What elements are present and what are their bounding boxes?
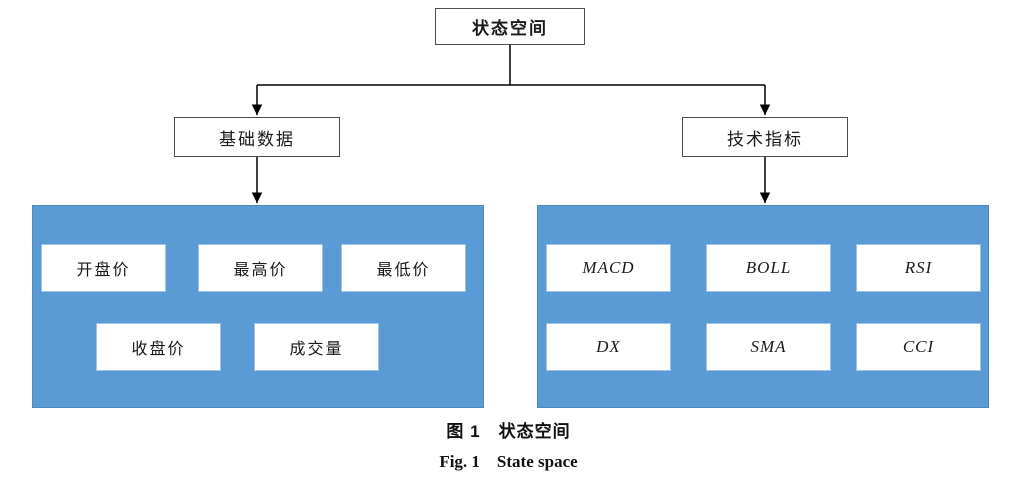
- item-rsi: RSI: [856, 244, 981, 292]
- node-state-space: 状态空间: [435, 8, 585, 45]
- item-boll: BOLL: [706, 244, 831, 292]
- node-technical-indicators: 技术指标: [682, 117, 848, 157]
- technical-indicators-panel: MACD BOLL RSI DX SMA CCI: [537, 205, 989, 408]
- item-low-price: 最低价: [341, 244, 466, 292]
- item-open-price: 开盘价: [41, 244, 166, 292]
- item-dx: DX: [546, 323, 671, 371]
- item-volume: 成交量: [254, 323, 379, 371]
- item-macd: MACD: [546, 244, 671, 292]
- item-sma: SMA: [706, 323, 831, 371]
- figure-caption-en: Fig. 1 State space: [439, 452, 578, 471]
- node-basic-data: 基础数据: [174, 117, 340, 157]
- item-close-price: 收盘价: [96, 323, 221, 371]
- item-cci: CCI: [856, 323, 981, 371]
- figure-caption-zh: 图 1 状态空间: [446, 422, 571, 441]
- basic-data-panel: 开盘价 最高价 最低价 收盘价 成交量: [32, 205, 484, 408]
- item-high-price: 最高价: [198, 244, 323, 292]
